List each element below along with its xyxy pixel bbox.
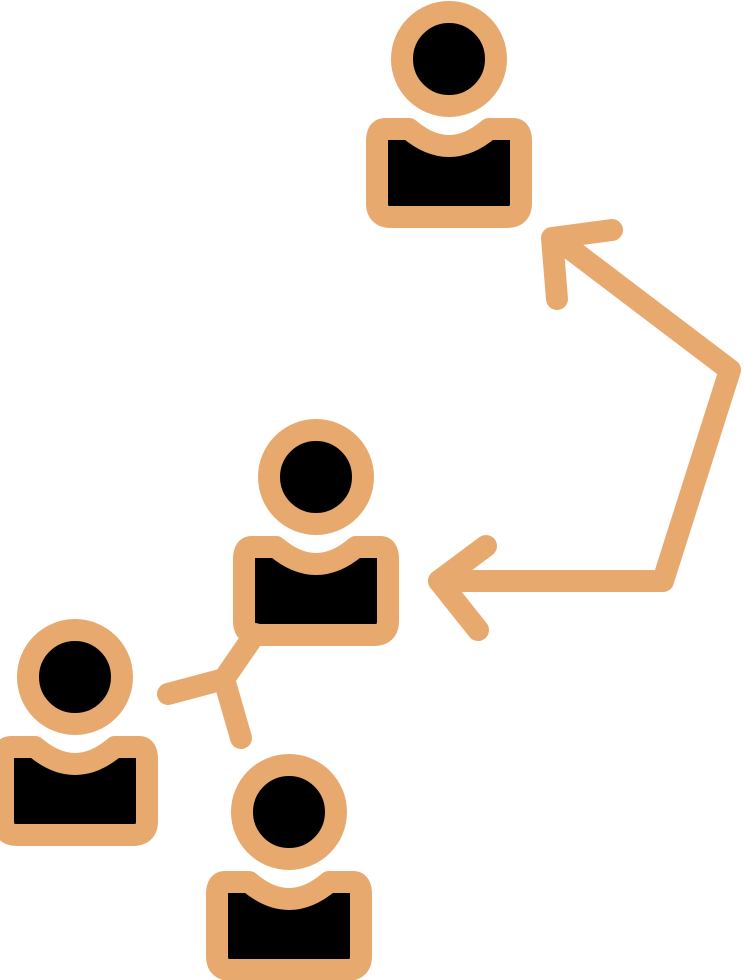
person-left-head — [17, 619, 133, 735]
branch-connector — [157, 623, 266, 749]
person-bottom-head — [231, 754, 347, 870]
person-middle-head — [258, 419, 374, 535]
bent-arrow — [428, 219, 741, 641]
person-bottom — [206, 754, 372, 980]
person-left — [0, 619, 158, 846]
person-top-body — [366, 118, 532, 228]
person-middle — [233, 419, 399, 646]
person-top — [366, 1, 532, 228]
person-top-head — [391, 1, 507, 117]
person-bottom-body — [206, 871, 372, 980]
person-middle-body — [233, 536, 399, 646]
person-left-body — [0, 736, 158, 846]
